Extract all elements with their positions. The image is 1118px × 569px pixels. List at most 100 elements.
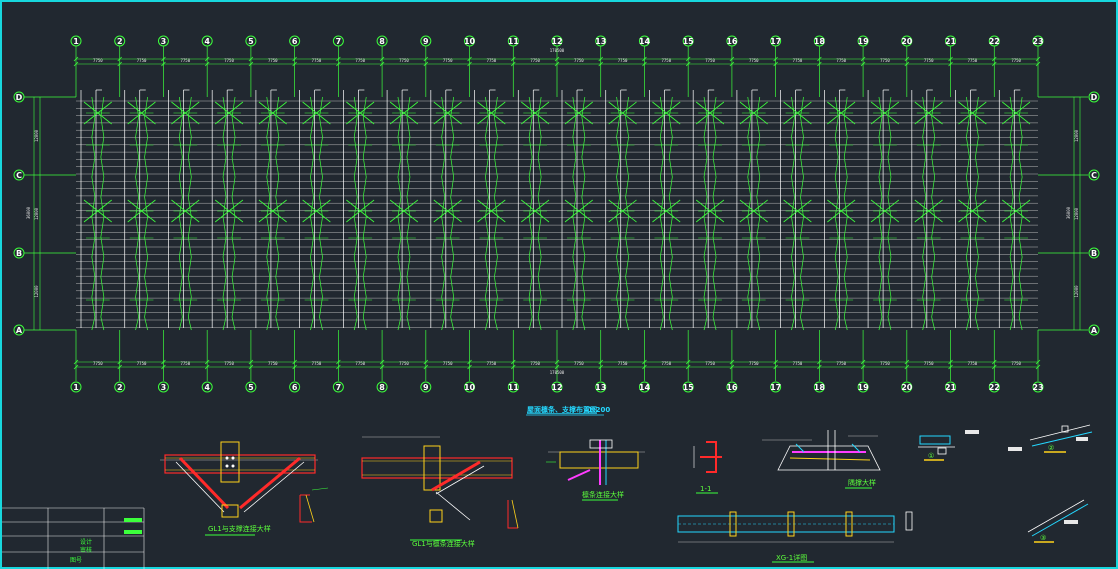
detail-bracing-connection: [160, 441, 329, 536]
bay-dimension-bottom: 7750: [93, 361, 103, 366]
grid-bubble-row: [1088, 247, 1100, 259]
grid-bubble-column: [1032, 35, 1044, 47]
total-width-left: 36000: [26, 206, 31, 219]
bay-dimension-top: 7750: [1011, 58, 1021, 63]
total-width-right: 36000: [1066, 206, 1071, 219]
tie-rod: [537, 96, 542, 331]
bay-dimension-top: 7750: [880, 58, 890, 63]
tie-rod: [222, 96, 227, 331]
tie-rod: [485, 96, 489, 331]
grid-label-column-top: 6: [292, 37, 298, 46]
grid-label-row-left: D: [16, 93, 23, 102]
grid-label-column-bottom: 17: [770, 383, 781, 392]
tie-rod: [406, 96, 411, 331]
grid-bubble-column: [945, 35, 957, 47]
tie-rod: [625, 96, 629, 331]
grid-label-column-bottom: 23: [1032, 383, 1043, 392]
grid-label-column-bottom: 19: [858, 383, 870, 392]
bay-dimension-top: 7750: [355, 58, 365, 63]
grid-label-column-top: 7: [336, 37, 342, 46]
grid-bubble-column: [245, 35, 257, 47]
grid-bubble-column: [464, 381, 476, 393]
grid-bubble-column: [595, 35, 607, 47]
total-length-top: 170500: [550, 48, 565, 53]
row-dimension-left: 12000: [34, 285, 39, 298]
tie-rod: [966, 96, 970, 331]
bay-dimension-top: 7750: [661, 58, 671, 63]
bay-dimension-top: 7750: [618, 58, 628, 63]
grid-bubble-column: [857, 35, 869, 47]
grid-bubble-column: [289, 381, 301, 393]
total-length-bottom: 170500: [550, 370, 565, 375]
grid-label-column-bottom: 2: [117, 383, 123, 392]
caption-bracing-connection: GL1与支撑连接大样: [208, 524, 271, 533]
grid-bubble-column: [726, 381, 738, 393]
grid-bubble-column: [857, 381, 869, 393]
tie-rod: [922, 96, 927, 331]
bay-dimension-bottom: 7750: [968, 361, 978, 366]
tie-rod: [756, 96, 761, 331]
grid-bubble-column: [157, 381, 169, 393]
bay-dimension-bottom: 7750: [312, 361, 322, 366]
grid-bubble-column: [332, 35, 344, 47]
grid-bubble-column: [1032, 381, 1044, 393]
grid-bubble-column: [420, 381, 432, 393]
tie-rod: [275, 96, 280, 331]
grid-label-column-top: 20: [901, 37, 913, 46]
grid-bubble-column: [726, 35, 738, 47]
grid-bubble-row: [1088, 169, 1100, 181]
grid-bubble-column: [70, 35, 82, 47]
grid-label-column-top: 21: [945, 37, 957, 46]
plan-scale: 1:200: [588, 406, 610, 414]
detail-purlin-lap: [546, 439, 645, 501]
grid-bubble-column: [245, 381, 257, 393]
grid-label-column-bottom: 1: [73, 383, 79, 392]
tie-rod: [931, 96, 936, 331]
grid-label-column-top: 17: [770, 37, 781, 46]
row-dimension-left: 12000: [34, 129, 39, 142]
grid-bubble-column: [813, 35, 825, 47]
tie-rod: [747, 96, 752, 331]
tie-rod: [1018, 96, 1023, 331]
bay-dimension-top: 7750: [399, 58, 409, 63]
tie-rod: [231, 96, 236, 331]
plan-title: 屋面檩条、支撑布置图: [527, 405, 597, 414]
grid-label-column-top: 8: [379, 37, 385, 46]
grid-label-column-top: 16: [726, 37, 738, 46]
bay-dimension-top: 7750: [224, 58, 234, 63]
bay-dimension-top: 7750: [93, 58, 103, 63]
grid-bubble-row: [1088, 91, 1100, 103]
caption-purlin-connection: GL1与檩条连接大样: [412, 539, 475, 548]
tie-rod: [353, 96, 358, 331]
bay-dimension-bottom: 7750: [618, 361, 628, 366]
tie-rod: [975, 96, 979, 331]
grid-bubble-column: [988, 35, 1000, 47]
grid-label-column-bottom: 14: [639, 383, 651, 392]
grid-bubble-column: [901, 35, 913, 47]
tie-rod: [581, 96, 586, 331]
caption-small-detail-2: ②: [1048, 444, 1054, 452]
title-block-drawing-no: 图号: [70, 557, 82, 564]
grid-label-column-top: 3: [161, 37, 167, 46]
detail-xg1-member: [677, 511, 913, 563]
tie-rod: [572, 96, 577, 331]
tie-rod: [878, 96, 883, 331]
grid-label-column-bottom: 12: [551, 383, 562, 392]
grid-label-column-bottom: 21: [945, 383, 957, 392]
grid-bubble-column: [420, 35, 432, 47]
title-block-designer: 设计: [80, 538, 92, 546]
bay-dimension-bottom: 7750: [530, 361, 540, 366]
grid-label-column-top: 18: [814, 37, 826, 46]
grid-label-column-top: 22: [989, 37, 1000, 46]
tie-rod: [791, 96, 795, 331]
bay-dimension-bottom: 7750: [749, 361, 759, 366]
bay-dimension-bottom: 7750: [355, 361, 365, 366]
tie-rod: [528, 96, 533, 331]
bay-dimension-top: 7750: [530, 58, 540, 63]
tie-rod: [91, 96, 96, 331]
bay-dimension-bottom: 7750: [924, 361, 934, 366]
bay-dimension-top: 7750: [836, 58, 846, 63]
bay-dimension-top: 7750: [487, 58, 497, 63]
grid-label-column-top: 12: [551, 37, 562, 46]
grid-label-column-bottom: 8: [379, 383, 385, 392]
